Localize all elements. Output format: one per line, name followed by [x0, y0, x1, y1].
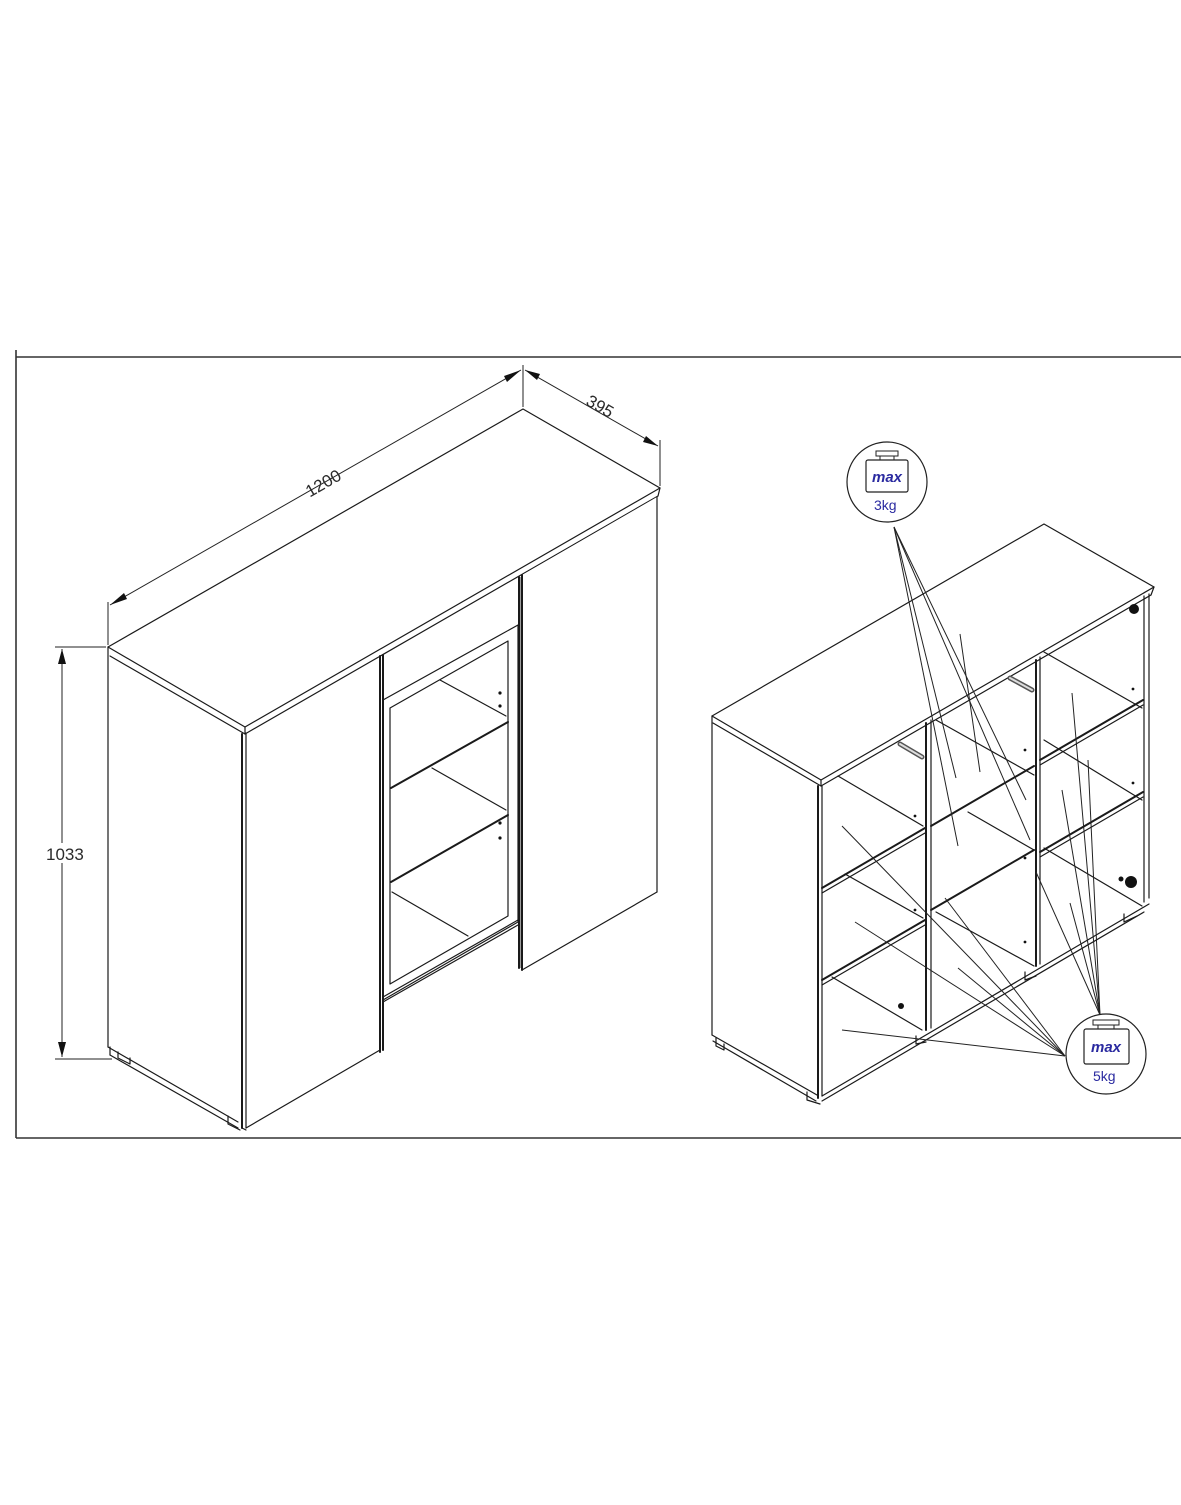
- height-dimension-label: 1033: [46, 845, 84, 864]
- left-door: [241, 655, 381, 1129]
- glass-pane: [389, 640, 509, 985]
- weight-icon: [1083, 1028, 1130, 1065]
- cabinet-top-surface: [108, 409, 660, 727]
- open-cabinet-view: [711, 523, 1155, 1105]
- max-label-3kg: max: [872, 469, 903, 486]
- drawing-frame: [15, 350, 1181, 1139]
- max-label-5kg: max: [1091, 1039, 1122, 1056]
- weight-icon: [865, 459, 909, 493]
- depth-dimension-label: 395: [583, 391, 617, 422]
- cabinet-side-panel: [108, 656, 242, 1120]
- width-dimension-label: 1200: [302, 466, 344, 501]
- right-door: [521, 496, 658, 971]
- glass-door: [382, 576, 522, 1051]
- load-limit-badge-3kg: max 3kg: [846, 441, 928, 523]
- load-limit-badge-5kg: max 5kg: [1065, 1013, 1147, 1095]
- leader-lines-3kg: [893, 526, 1031, 847]
- weight-label-3kg: 3kg: [874, 497, 897, 513]
- leader-lines-5kg: [841, 692, 1101, 1057]
- weight-label-5kg: 5kg: [1093, 1068, 1116, 1084]
- closed-cabinet-view: 1200 395 1033: [44, 365, 661, 1131]
- dimension-height: 1033: [44, 646, 112, 1060]
